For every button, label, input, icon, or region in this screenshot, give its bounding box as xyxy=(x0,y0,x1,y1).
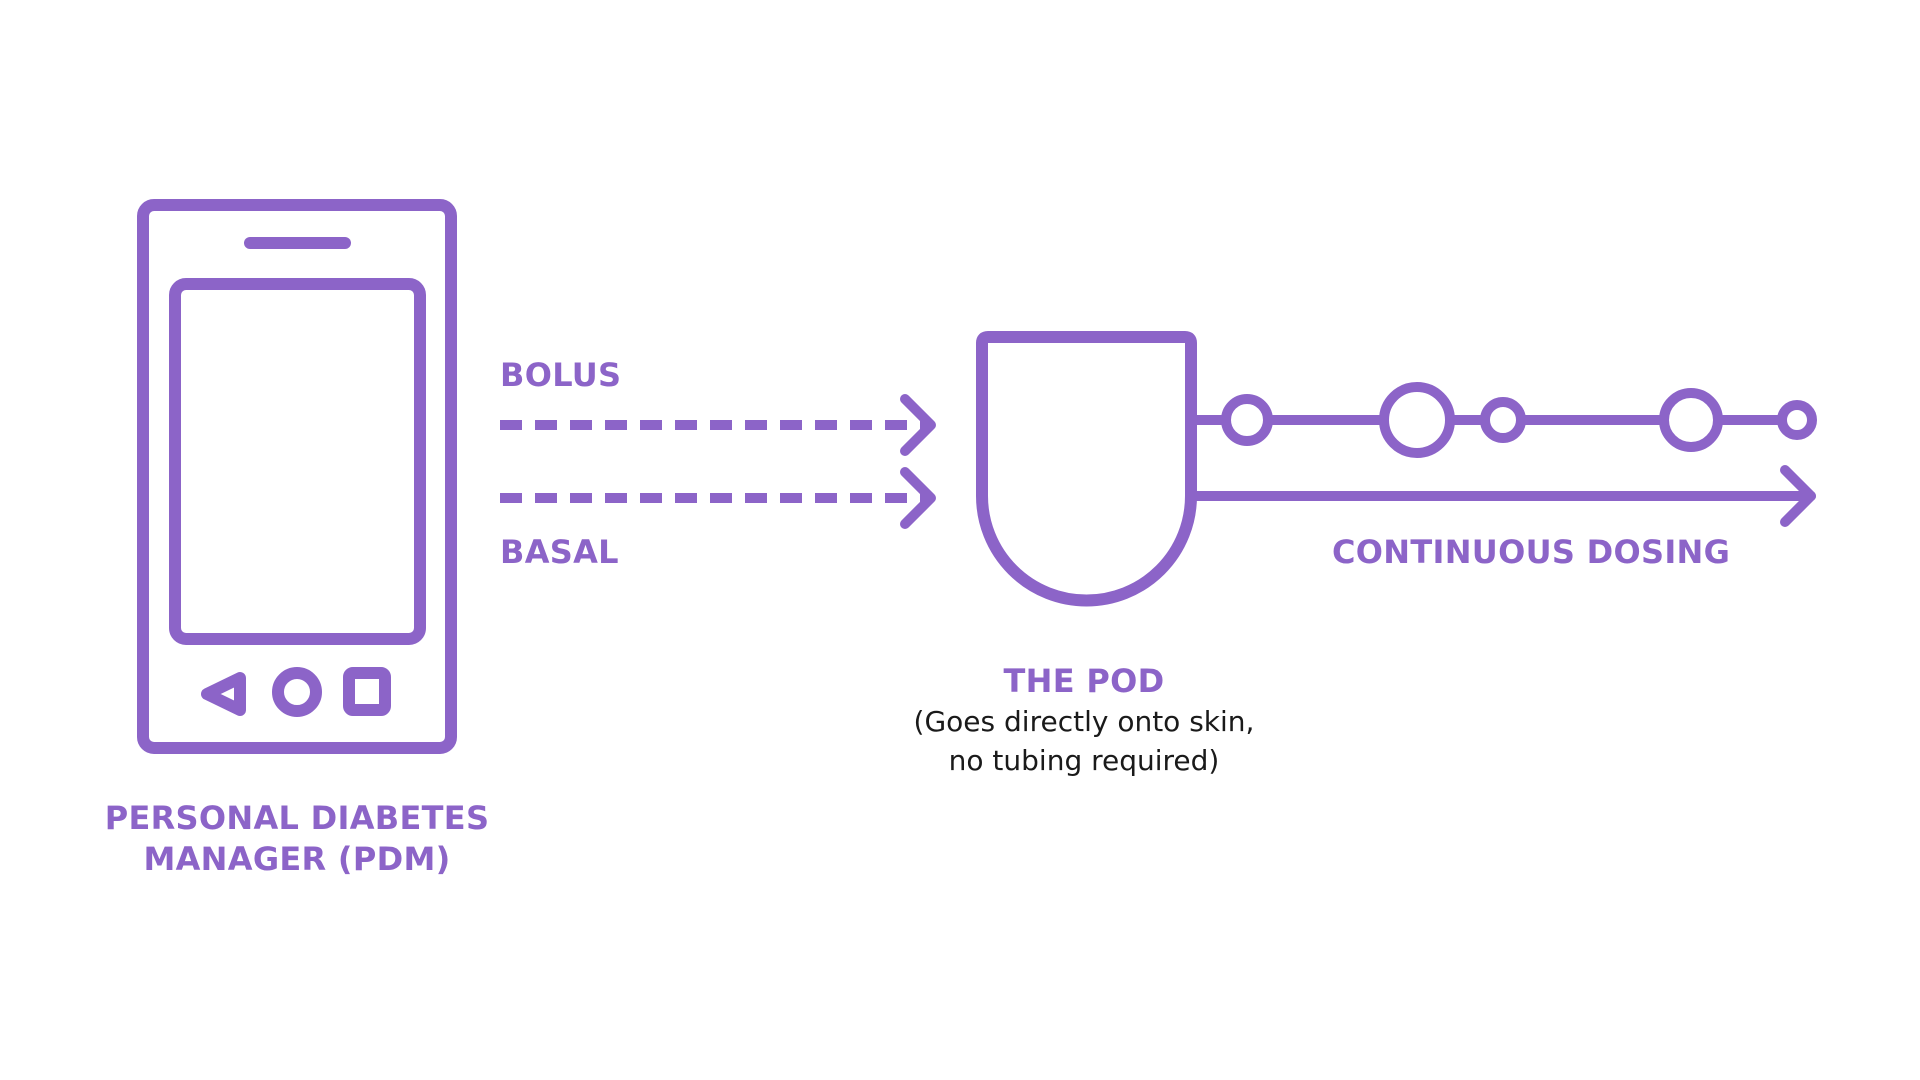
pulse-line xyxy=(1191,382,1817,458)
pulse-circle xyxy=(1659,388,1723,452)
triangle-back-icon xyxy=(201,672,246,716)
phone-screen xyxy=(169,278,426,645)
pdm-label-line1: PERSONAL DIABETES xyxy=(104,799,490,837)
phone-body xyxy=(137,199,457,754)
circle-home-icon xyxy=(272,667,322,717)
continuous-dosing-arrow xyxy=(1186,465,1816,527)
bolus-arrowhead xyxy=(900,394,936,456)
basal-label: BASAL xyxy=(500,533,619,571)
smartphone-icon xyxy=(137,199,457,754)
bolus-label: BOLUS xyxy=(500,356,622,394)
pod-title: THE POD xyxy=(1003,662,1165,700)
pdm-label-line2: MANAGER (PDM) xyxy=(143,840,451,878)
bolus-arrow xyxy=(500,394,936,456)
pod-subtitle-line2: no tubing required) xyxy=(948,744,1220,777)
basal-arrowhead xyxy=(900,467,936,529)
continuous-dosing-label: CONTINUOUS DOSING xyxy=(1332,533,1731,571)
pulse-circle xyxy=(1480,397,1526,443)
square-recent-icon xyxy=(343,667,391,716)
pod-icon xyxy=(976,331,1197,607)
continuous-arrowhead xyxy=(1780,465,1816,527)
pod-subtitle-line1: (Goes directly onto skin, xyxy=(913,705,1255,738)
pulse-circle xyxy=(1379,382,1455,458)
pdm-label: PERSONAL DIABETES MANAGER (PDM) xyxy=(105,798,490,880)
pulse-circle xyxy=(1221,394,1273,446)
pulse-circle xyxy=(1777,400,1817,440)
basal-arrow xyxy=(500,467,936,529)
